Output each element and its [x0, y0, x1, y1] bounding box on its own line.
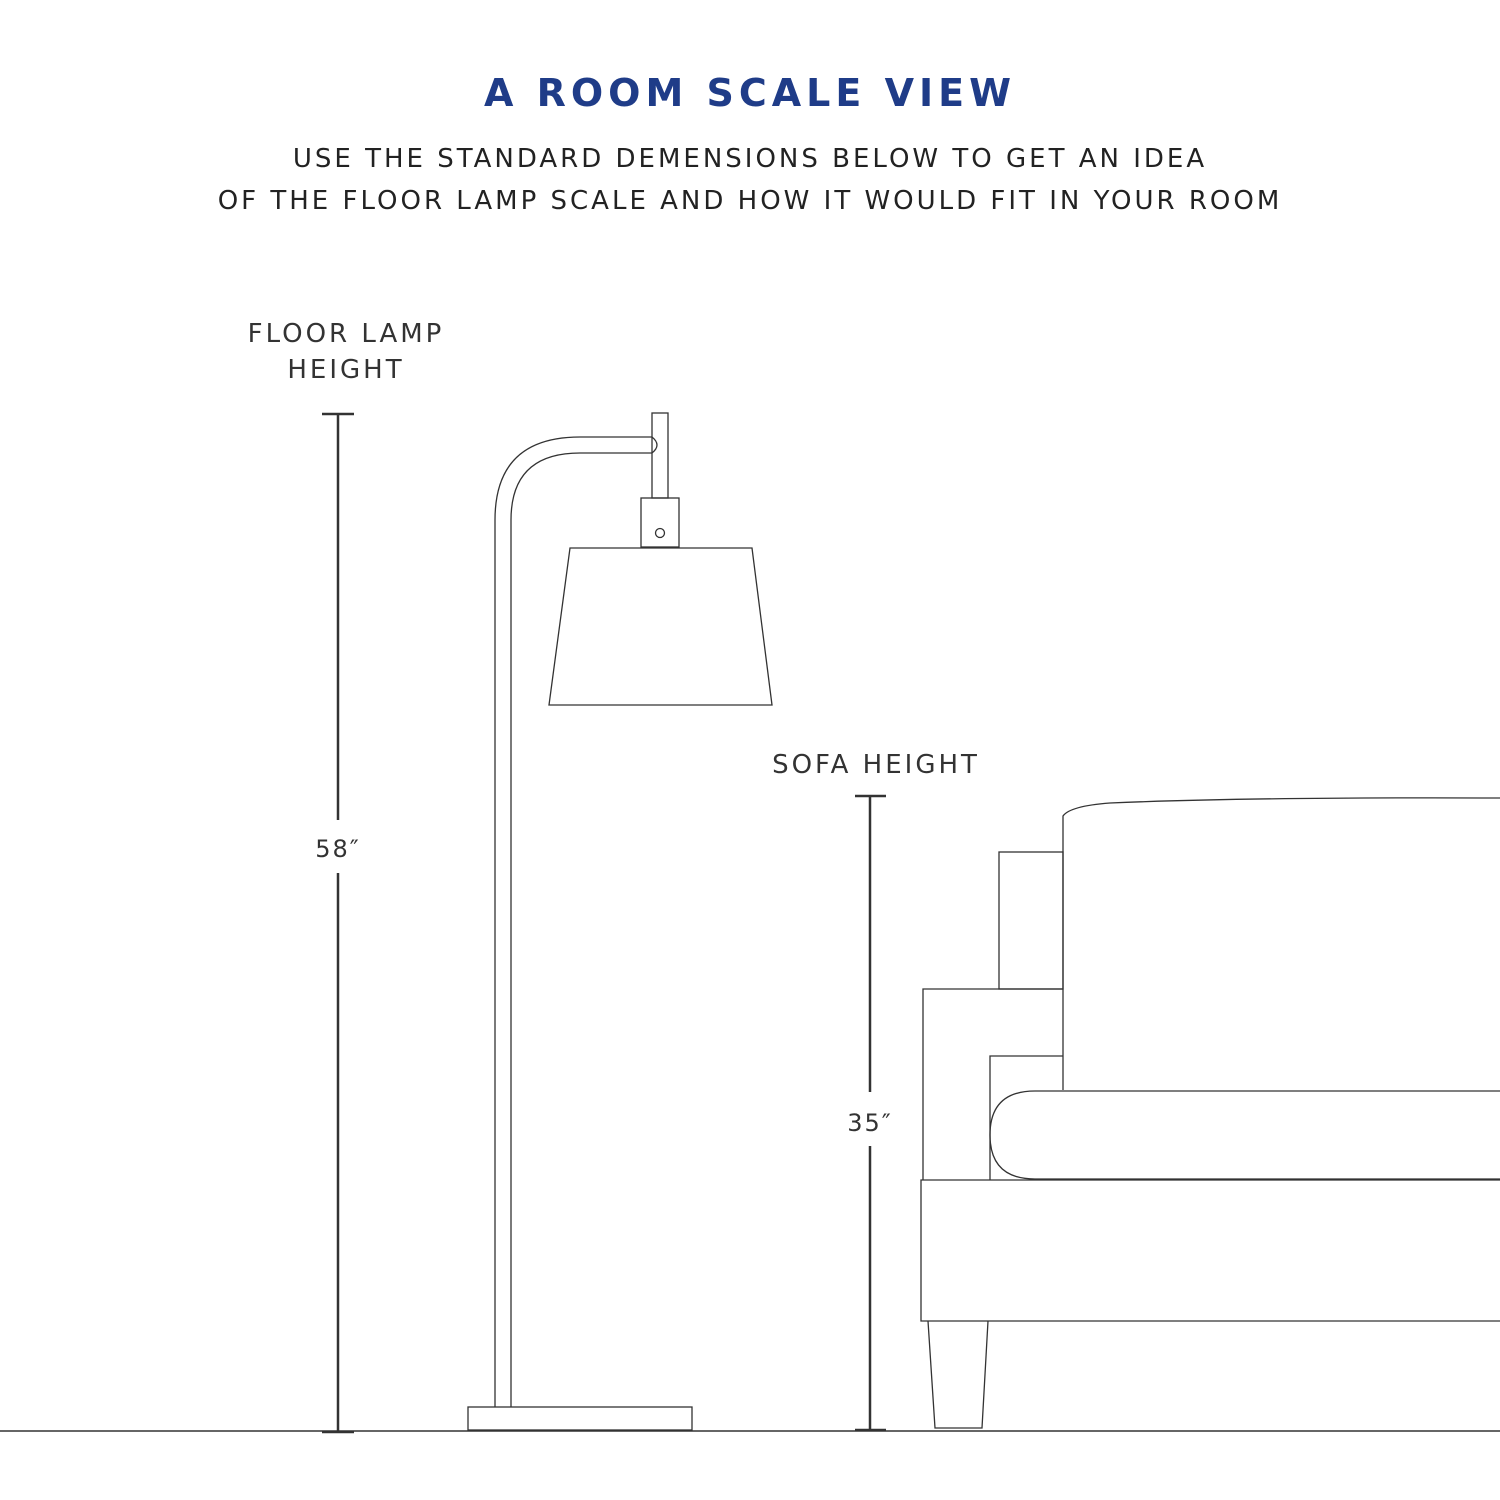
sofa-drawing — [920, 797, 1500, 1429]
sofa-dimension-line — [855, 794, 886, 1432]
page-title: A ROOM SCALE VIEW — [484, 71, 1016, 115]
lamp-height-value: 58″ — [315, 835, 361, 863]
subtitle-line-2: OF THE FLOOR LAMP SCALE AND HOW IT WOULD… — [218, 186, 1283, 216]
subtitle-line-1: USE THE STANDARD DEMENSIONS BELOW TO GET… — [293, 144, 1207, 174]
sofa-height-label: SOFA HEIGHT — [772, 750, 980, 780]
lamp-dimension-line — [322, 412, 354, 1434]
sofa-height-value: 35″ — [847, 1109, 893, 1137]
lamp-height-label-2: HEIGHT — [287, 355, 404, 385]
floor-lamp-drawing — [467, 412, 773, 1431]
lamp-height-label-1: FLOOR LAMP — [248, 319, 445, 349]
